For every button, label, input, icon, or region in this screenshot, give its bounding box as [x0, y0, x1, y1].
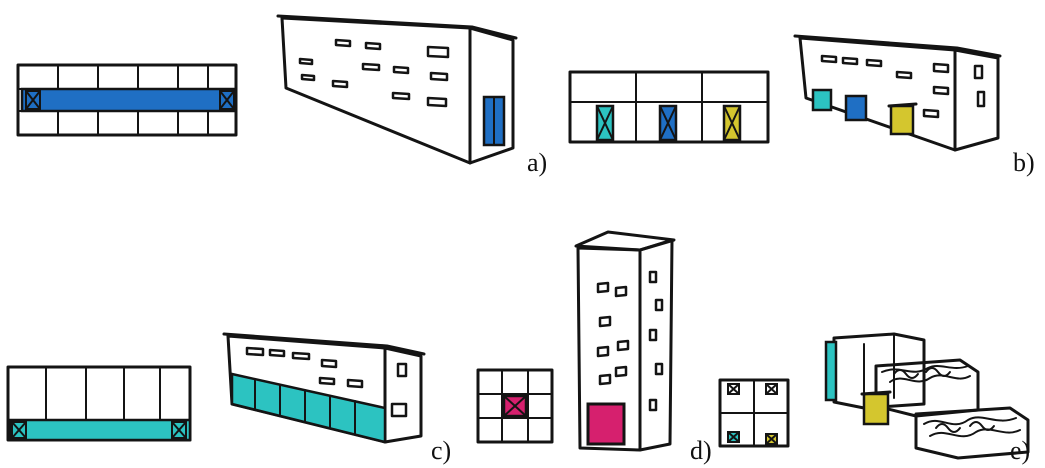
panel-d-plan-view-2 — [718, 378, 790, 448]
panel-label-e: e) — [1010, 436, 1031, 465]
panel-c-building — [222, 332, 426, 444]
panel-e-modules — [824, 332, 1030, 460]
panel-d-plan-view — [476, 368, 554, 444]
panel-label-a: a) — [527, 148, 548, 177]
blue-corridor — [20, 87, 238, 113]
panel-c-plan-view — [6, 365, 192, 442]
panel-d-tower — [574, 230, 676, 452]
panel-label-d: d) — [690, 436, 712, 465]
panel-label-c: c) — [431, 436, 452, 465]
panel-a-plan-view — [16, 63, 238, 137]
panel-a-building — [276, 14, 518, 165]
panel-b-plan-view — [568, 70, 770, 144]
panel-label-b: b) — [1013, 148, 1035, 177]
panel-b-building — [793, 34, 1002, 152]
